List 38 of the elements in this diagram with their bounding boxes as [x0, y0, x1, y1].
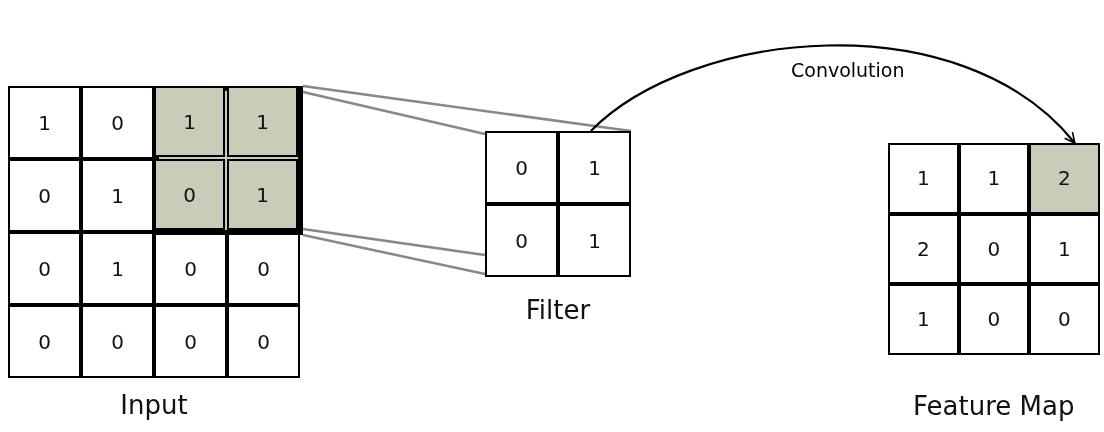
matrix-cell: 2 [1029, 143, 1100, 214]
matrix-cell: 0 [81, 86, 154, 159]
matrix-caption: Filter [524, 295, 592, 327]
matrix-cell: 0 [1029, 284, 1100, 355]
matrix-cell: 1 [888, 143, 959, 214]
matrix-cell: 2 [888, 213, 959, 284]
matrix-cell: 1 [227, 159, 298, 230]
matrix-cell: 0 [958, 284, 1029, 355]
curved-arrow [590, 44, 1076, 144]
matrix-cell: 1 [154, 86, 225, 157]
matrix-cell: 0 [81, 305, 154, 378]
matrix-cell: 1 [81, 232, 154, 305]
matrix-cell: 1 [958, 143, 1029, 214]
projection-line [302, 233, 486, 276]
matrix-cell: 0 [8, 305, 81, 378]
projection-line [302, 84, 632, 133]
matrix-caption: Input [119, 390, 189, 422]
matrix-cell: 0 [227, 232, 300, 305]
matrix-cell: 0 [8, 159, 81, 232]
matrix-cell: 1 [1029, 213, 1100, 284]
matrix-cell: 0 [8, 232, 81, 305]
matrix-cell: 0 [154, 159, 225, 230]
projection-line [302, 227, 486, 257]
matrix-cell: 0 [154, 232, 227, 305]
highlighted-window [154, 86, 303, 235]
projection-line [302, 90, 486, 136]
matrix-cell: 0 [227, 305, 300, 378]
matrix-cell: 1 [8, 86, 81, 159]
matrix-cell: 0 [485, 204, 558, 277]
matrix-cell: 1 [888, 284, 959, 355]
matrix-cell: 0 [485, 131, 558, 204]
matrix-cell: 1 [558, 204, 631, 277]
matrix-cell: 1 [227, 86, 298, 157]
matrix-cell: 1 [558, 131, 631, 204]
matrix-cell: 1 [81, 159, 154, 232]
matrix-cell: 0 [154, 305, 227, 378]
matrix-caption: Feature Map [912, 390, 1076, 423]
matrix-cell: 0 [958, 213, 1029, 284]
